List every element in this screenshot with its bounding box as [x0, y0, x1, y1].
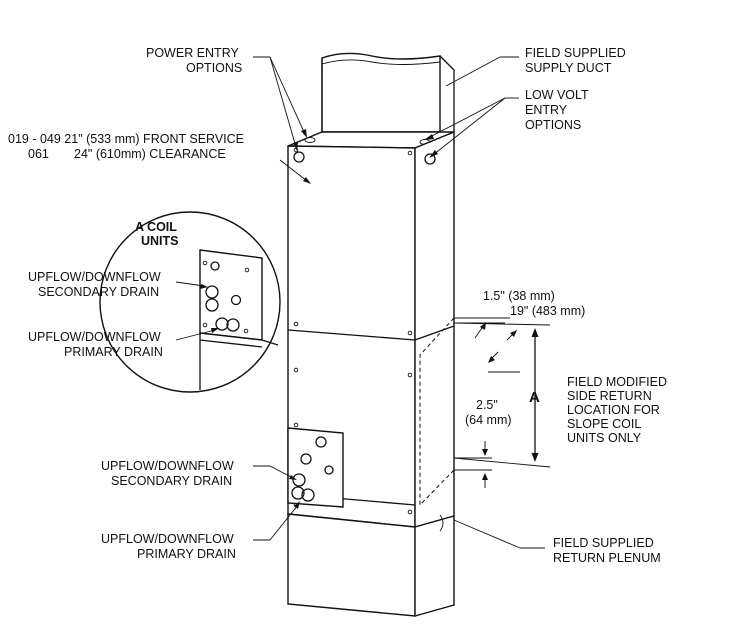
side-return-outline [419, 317, 551, 507]
inset-secondary-drain-fitting [205, 285, 219, 299]
panel-fitting-top [315, 436, 327, 448]
main-primary-drain-label-line1: UPFLOW/DOWNFLOW [101, 532, 234, 546]
supply-duct-label-line1: FIELD SUPPLIED [525, 46, 626, 60]
leader-lines [175, 56, 545, 549]
dimension-side-label-line1: 2.5" [476, 398, 498, 412]
inset-primary-drain-fitting-2 [226, 318, 240, 332]
inset-primary-drain-label-line2: PRIMARY DRAIN [64, 345, 163, 359]
clearance-row-2-dimension: 24" (610mm) CLEARANCE [74, 147, 226, 161]
dimension-side-arrows [454, 441, 492, 488]
low-volt-label-line1: LOW VOLT [525, 88, 589, 102]
dimension-side-label-line2: (64 mm) [465, 413, 512, 427]
low-volt-label-line2: ENTRY [525, 103, 568, 117]
main-primary-drain-fitting-2 [301, 488, 315, 502]
supply-duct-label-line2: SUPPLY DUCT [525, 61, 612, 75]
inset-fitting-top [210, 261, 220, 271]
inset-fitting-side [230, 294, 242, 306]
inset-secondary-drain-label-line1: UPFLOW/DOWNFLOW [28, 270, 161, 284]
side-return-label-line5: UNITS ONLY [567, 431, 642, 445]
dimension-a-label: A [529, 389, 540, 406]
a-coil-title-line2: UNITS [141, 234, 179, 248]
main-secondary-drain-label-line2: SECONDARY DRAIN [111, 474, 232, 488]
dimension-top-label-line1: 1.5" (38 mm) [483, 289, 555, 303]
return-plenum [287, 513, 455, 617]
power-entry-label-line1: POWER ENTRY [146, 46, 239, 60]
side-return-label-line1: FIELD MODIFIED [567, 375, 667, 389]
side-return-label-line2: SIDE RETURN [567, 389, 652, 403]
inset-secondary-drain-label-line2: SECONDARY DRAIN [38, 285, 159, 299]
dimension-a: A [529, 328, 540, 462]
main-primary-drain-fitting-1 [291, 486, 305, 500]
power-entry-knockout-top [304, 137, 316, 143]
clearance-row-1: 019 - 049 21" (533 mm) FRONT SERVICE [8, 132, 244, 146]
main-primary-drain-label-line2: PRIMARY DRAIN [137, 547, 236, 561]
low-volt-knockout-side [424, 153, 436, 165]
side-return-label-line4: SLOPE COIL [567, 417, 641, 431]
side-return-label-line3: LOCATION FOR [567, 403, 660, 417]
main-secondary-drain-fitting [292, 473, 306, 487]
power-entry-label-line2: OPTIONS [186, 61, 242, 75]
a-coil-title-line1: A COIL [135, 220, 177, 234]
return-plenum-label-line1: FIELD SUPPLIED [553, 536, 654, 550]
inset-primary-drain-fitting-1 [215, 317, 229, 331]
callout-labels: POWER ENTRY OPTIONS FIELD SUPPLIED SUPPL… [8, 46, 667, 565]
dimension-top-arrows [474, 322, 520, 373]
inset-fitting-lower [205, 298, 219, 312]
power-entry-knockout-front [293, 151, 305, 163]
low-volt-label-line3: OPTIONS [525, 118, 581, 132]
return-plenum-label-line2: RETURN PLENUM [553, 551, 661, 565]
dimension-top-label-line2: 19" (483 mm) [510, 304, 585, 318]
main-secondary-drain-label-line1: UPFLOW/DOWNFLOW [101, 459, 234, 473]
supply-duct [321, 52, 455, 133]
a-coil-inset: A COIL UNITS [99, 211, 281, 393]
drain-panel [287, 427, 344, 508]
clearance-row-2-model: 061 [28, 147, 49, 161]
panel-fitting-mid [300, 453, 312, 465]
inset-primary-drain-label-line1: UPFLOW/DOWNFLOW [28, 330, 161, 344]
panel-fitting-side [324, 465, 334, 475]
